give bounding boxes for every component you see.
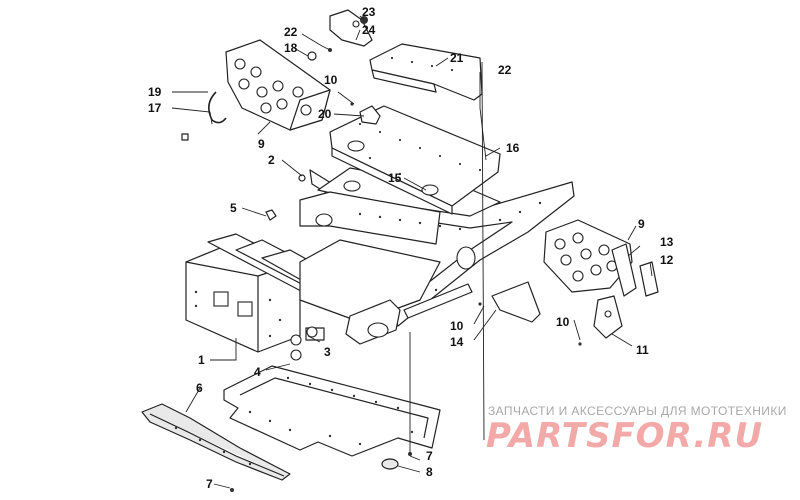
callout-24: 24 xyxy=(362,23,376,37)
callout-7a: 7 xyxy=(426,449,433,463)
callout-9b: 9 xyxy=(638,217,645,231)
callout-11: 11 xyxy=(636,343,649,357)
cover-panel xyxy=(369,43,483,101)
belly-pan xyxy=(223,365,441,457)
front-skid-plate xyxy=(141,403,291,481)
callout-1: 1 xyxy=(198,353,205,367)
watermark: ЗАПЧАСТИ И АКСЕССУАРЫ ДЛЯ МОТОТЕХНИКИ PA… xyxy=(486,404,787,456)
callout-23: 23 xyxy=(362,5,376,19)
right-footrest xyxy=(543,219,633,293)
callout-3: 3 xyxy=(324,345,331,359)
callout-10a: 10 xyxy=(324,73,338,87)
callout-21: 21 xyxy=(450,51,464,65)
callout-13: 13 xyxy=(660,235,674,249)
callout-2: 2 xyxy=(268,153,275,167)
callout-19: 19 xyxy=(148,85,162,99)
callout-16: 16 xyxy=(506,141,520,155)
callout-17: 17 xyxy=(148,101,162,115)
leader-lines xyxy=(171,15,653,489)
callout-15: 15 xyxy=(388,171,402,185)
callout-18: 18 xyxy=(284,41,298,55)
watermark-logo: PARTSFOR.RU xyxy=(486,416,763,456)
callout-9a: 9 xyxy=(258,137,265,151)
small-bracket xyxy=(359,105,381,125)
callouts: 1 2 3 4 5 6 7 7 8 9 9 10 10 10 11 12 13 … xyxy=(148,5,674,491)
callout-10b: 10 xyxy=(450,319,464,333)
callout-12: 12 xyxy=(660,253,674,267)
callout-6: 6 xyxy=(196,381,203,395)
callout-14: 14 xyxy=(450,335,464,349)
callout-20: 20 xyxy=(318,107,332,121)
seat-support-plate xyxy=(329,105,501,215)
right-side-brackets xyxy=(491,243,659,339)
callout-4: 4 xyxy=(254,365,261,379)
callout-7b: 7 xyxy=(206,477,213,491)
left-footrest xyxy=(225,39,331,131)
top-bracket xyxy=(329,9,373,47)
callout-5: 5 xyxy=(230,201,237,215)
callout-10c: 10 xyxy=(556,315,570,329)
watermark-caption: ЗАПЧАСТИ И АКСЕССУАРЫ ДЛЯ МОТОТЕХНИКИ xyxy=(488,404,787,418)
main-chassis xyxy=(185,167,575,361)
callout-8: 8 xyxy=(426,465,433,479)
callout-22a: 22 xyxy=(284,25,298,39)
callout-22b: 22 xyxy=(498,63,512,77)
